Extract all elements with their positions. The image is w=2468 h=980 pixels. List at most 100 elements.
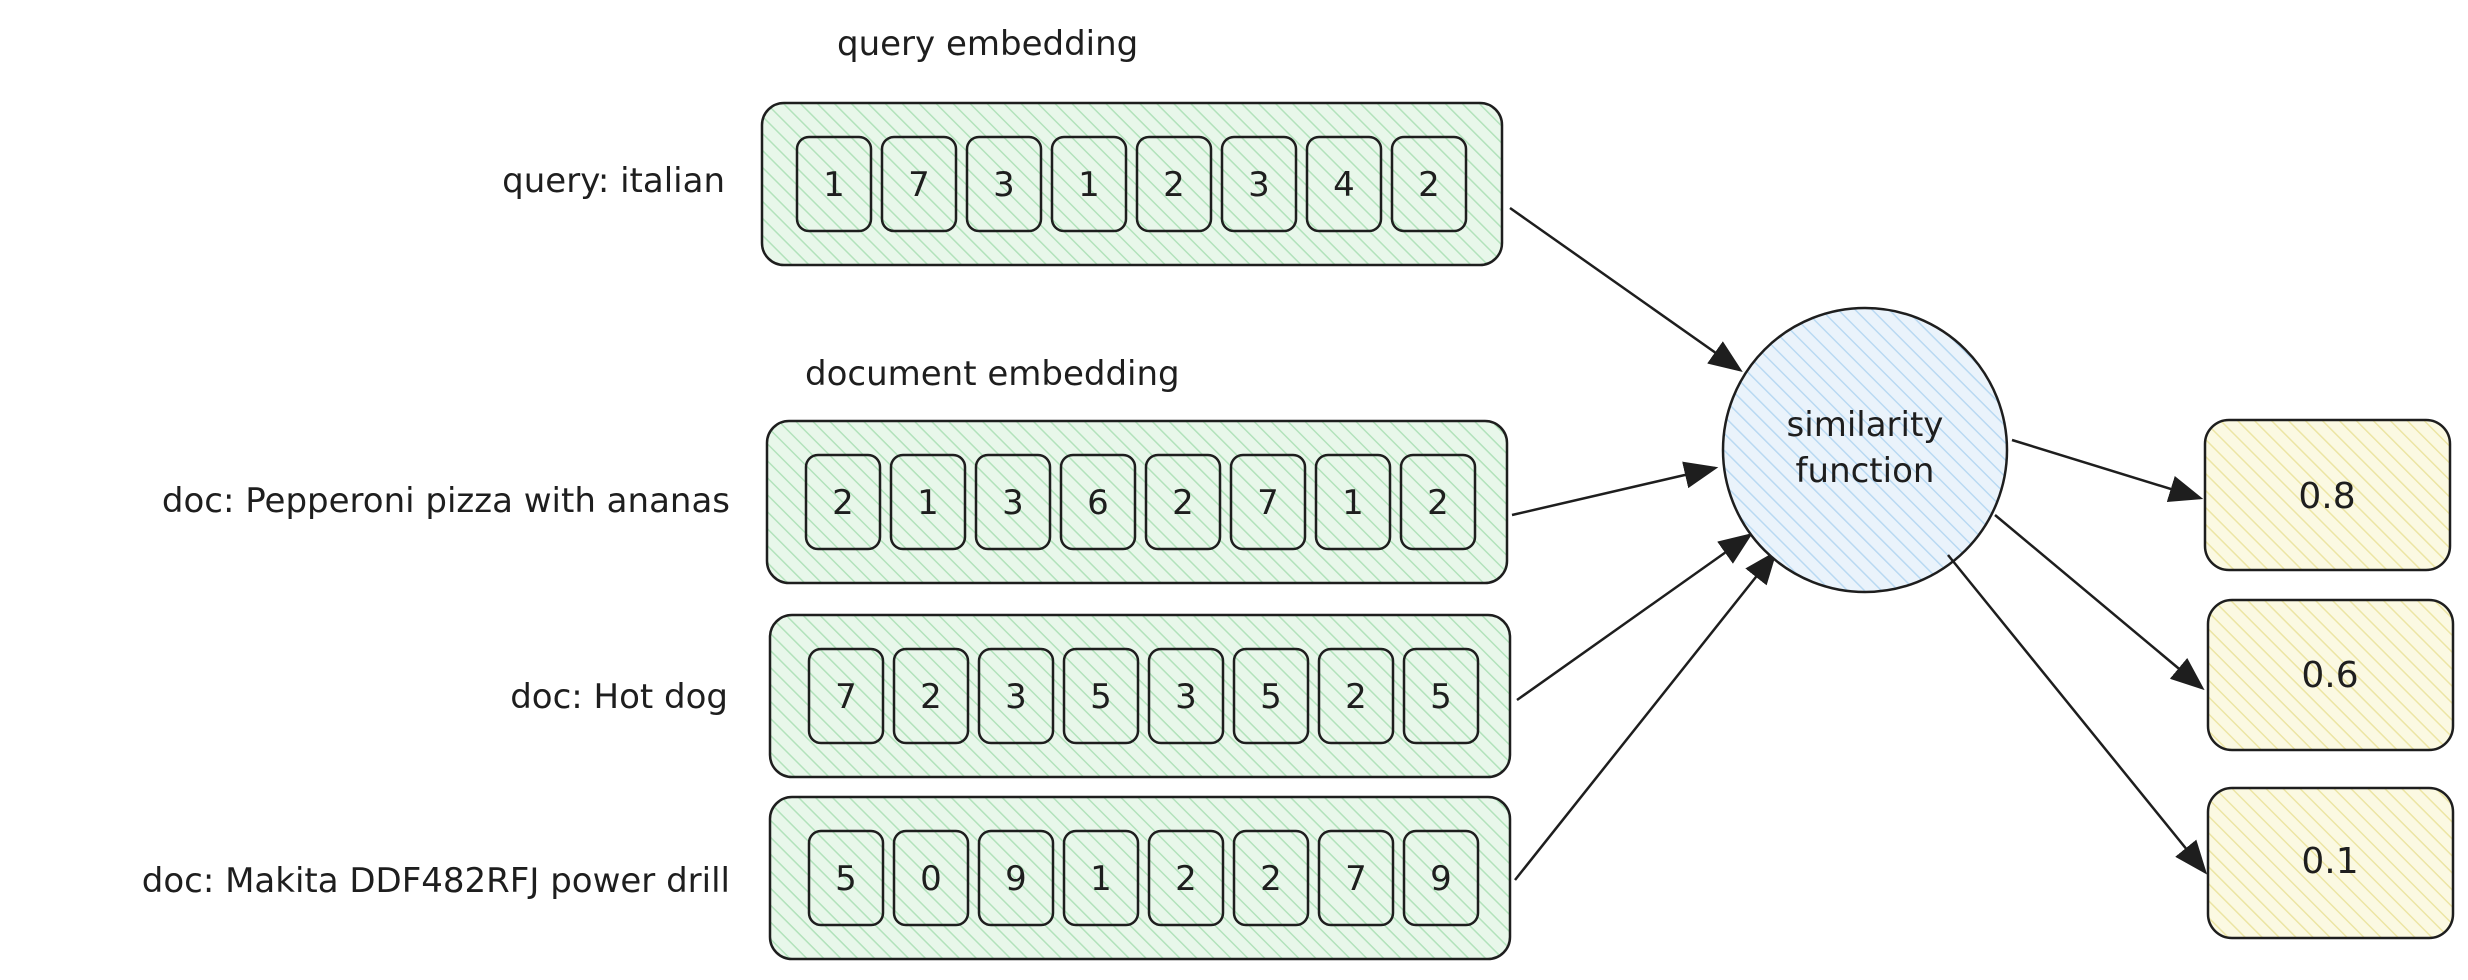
doc-label-2: doc: Hot dog <box>510 677 728 717</box>
query-cell-value-5: 3 <box>1248 165 1270 205</box>
docs-0-cell-value-2: 3 <box>1002 483 1024 523</box>
docs-0-cell-4 <box>1144 453 1222 551</box>
score-box-2: 0.6 <box>2206 598 2455 752</box>
arrow-doc1-to-similarity <box>1511 461 1719 517</box>
docs-2-cell-5 <box>1232 829 1310 927</box>
query-cell-value-3: 1 <box>1078 165 1100 205</box>
query-cell-value-0: 1 <box>823 165 845 205</box>
docs-2-cell-0 <box>807 829 885 927</box>
docs-1-cell-6 <box>1317 647 1395 745</box>
query-cell-value-2: 3 <box>993 165 1015 205</box>
docs-0-cell-0 <box>804 453 882 551</box>
document-embedding-header: document embedding <box>805 354 1180 394</box>
doc-embedding-vector-2: 7 2 3 5 3 5 2 5 <box>768 613 1512 779</box>
query-cell-5 <box>1220 135 1298 233</box>
docs-0-cell-7 <box>1399 453 1477 551</box>
docs-2-cell-3 <box>1062 829 1140 927</box>
score-box-1-shape <box>2203 418 2452 572</box>
docs-1-cell-2 <box>977 647 1055 745</box>
docs-0-cell-value-0: 2 <box>832 483 854 523</box>
arrow-query-to-similarity <box>1509 206 1743 372</box>
score-box-3-shape <box>2206 786 2455 940</box>
doc-vector-cells-2: 7 2 3 5 3 5 2 5 <box>807 647 1480 745</box>
query-cell-1 <box>880 135 958 233</box>
similarity-function-node: similarity function <box>1721 306 2009 594</box>
docs-2-cell-value-3: 1 <box>1090 859 1112 899</box>
similarity-function-label-line2: function <box>1796 451 1935 491</box>
docs-1-cell-value-5: 5 <box>1260 677 1282 717</box>
score-box-2-shape <box>2206 598 2455 752</box>
input-arrows <box>1509 206 1778 881</box>
score-value-2: 0.6 <box>2301 655 2358 696</box>
arrow-doc3-to-similarity <box>1514 550 1778 881</box>
query-cell-0 <box>795 135 873 233</box>
similarity-function-circle <box>1721 306 2009 594</box>
score-value-1: 0.8 <box>2298 476 2355 517</box>
docs-1-cell-3 <box>1062 647 1140 745</box>
docs-2-cell-1 <box>892 829 970 927</box>
score-box-1: 0.8 <box>2203 418 2452 572</box>
query-label: query: italian <box>502 161 725 201</box>
query-cell-value-4: 2 <box>1163 165 1185 205</box>
docs-0-cell-6 <box>1314 453 1392 551</box>
query-cell-6 <box>1305 135 1383 233</box>
docs-1-cell-5 <box>1232 647 1310 745</box>
docs-2-cell-value-2: 9 <box>1005 859 1027 899</box>
docs-0-cell-value-4: 2 <box>1172 483 1194 523</box>
docs-0-cell-1 <box>889 453 967 551</box>
docs-1-cell-value-7: 5 <box>1430 677 1452 717</box>
docs-0-cell-5 <box>1229 453 1307 551</box>
docs-0-cell-value-7: 2 <box>1427 483 1449 523</box>
docs-2-cell-value-5: 2 <box>1260 859 1282 899</box>
docs-1-cell-7 <box>1402 647 1480 745</box>
score-box-3: 0.1 <box>2206 786 2455 940</box>
docs-0-cell-value-5: 7 <box>1257 483 1279 523</box>
docs-2-cell-value-1: 0 <box>920 859 942 899</box>
query-cell-value-6: 4 <box>1333 165 1355 205</box>
query-cell-3 <box>1050 135 1128 233</box>
score-value-3: 0.1 <box>2301 841 2358 882</box>
query-cell-2 <box>965 135 1043 233</box>
docs-0-cell-value-3: 6 <box>1087 483 1109 523</box>
docs-2-cell-4 <box>1147 829 1225 927</box>
doc-vector-cells-3: 5 0 9 1 2 2 7 9 <box>807 829 1480 927</box>
docs-2-cell-2 <box>977 829 1055 927</box>
query-cell-7 <box>1390 135 1468 233</box>
query-cell-4 <box>1135 135 1213 233</box>
docs-1-cell-value-1: 2 <box>920 677 942 717</box>
similarity-function-label-line1: similarity <box>1787 405 1944 445</box>
arrow-similarity-to-score-1 <box>2011 438 2204 502</box>
doc-label-1: doc: Pepperoni pizza with ananas <box>162 481 730 521</box>
docs-1-cell-1 <box>892 647 970 745</box>
docs-2-cell-7 <box>1402 829 1480 927</box>
docs-2-cell-value-6: 7 <box>1345 859 1367 899</box>
output-arrows <box>1947 438 2208 875</box>
docs-1-cell-value-3: 5 <box>1090 677 1112 717</box>
docs-1-cell-value-6: 2 <box>1345 677 1367 717</box>
docs-2-cell-value-0: 5 <box>835 859 857 899</box>
docs-2-cell-value-7: 9 <box>1430 859 1452 899</box>
arrow-doc2-to-similarity <box>1516 533 1753 702</box>
docs-1-cell-value-0: 7 <box>835 677 857 717</box>
docs-1-cell-value-2: 3 <box>1005 677 1027 717</box>
docs-2-cell-6 <box>1317 829 1395 927</box>
arrow-similarity-to-score-2 <box>1994 514 2205 691</box>
docs-0-cell-2 <box>974 453 1052 551</box>
docs-0-cell-value-1: 1 <box>917 483 939 523</box>
docs-1-cell-4 <box>1147 647 1225 745</box>
docs-0-cell-3 <box>1059 453 1137 551</box>
doc-label-3: doc: Makita DDF482RFJ power drill <box>142 861 730 901</box>
docs-0-cell-value-6: 1 <box>1342 483 1364 523</box>
docs-1-cell-value-4: 3 <box>1175 677 1197 717</box>
docs-2-cell-value-4: 2 <box>1175 859 1197 899</box>
query-embedding-header: query embedding <box>837 24 1138 64</box>
doc-embedding-vector-3: 5 0 9 1 2 2 7 9 <box>768 795 1512 961</box>
docs-1-cell-0 <box>807 647 885 745</box>
arrow-similarity-to-score-3 <box>1947 554 2208 875</box>
query-cell-value-1: 7 <box>908 165 930 205</box>
